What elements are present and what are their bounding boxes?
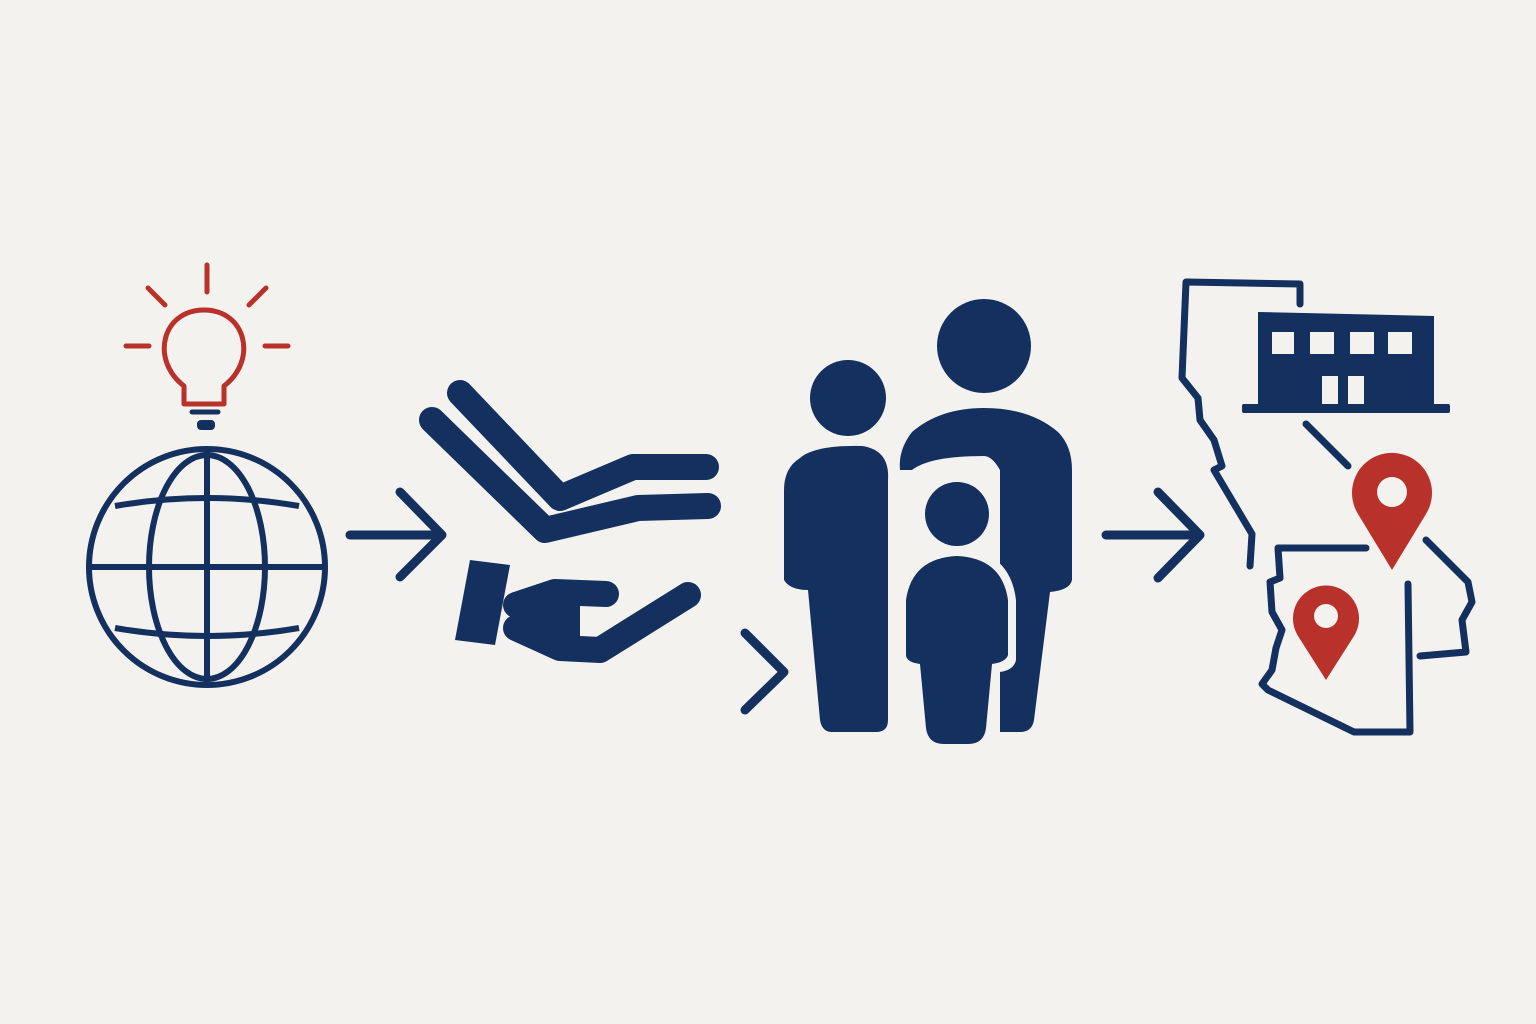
adult-left-head xyxy=(810,360,886,436)
globe-with-lightbulb-icon xyxy=(86,262,328,688)
bottom-hand-icon xyxy=(503,579,701,663)
location-pin-large-icon xyxy=(1352,452,1432,570)
adult-right-body xyxy=(912,408,1072,732)
hand-cuff-shape xyxy=(455,560,510,645)
giving-hands-icon xyxy=(419,380,721,663)
arrow-right-icon xyxy=(345,487,447,582)
child-head xyxy=(925,482,989,546)
arrow-right-icon xyxy=(1101,487,1205,583)
building-icon xyxy=(1242,312,1450,413)
top-hand-icon xyxy=(419,380,721,543)
child-body xyxy=(906,556,1008,744)
state-map-with-location-pins-icon xyxy=(1178,278,1476,736)
globe-icon xyxy=(86,446,328,688)
adult-right-body-lower xyxy=(899,432,912,470)
location-pin-small-icon xyxy=(1293,585,1359,680)
lightbulb-icon xyxy=(123,262,291,415)
family-icon xyxy=(784,299,1072,752)
chevron-right-icon xyxy=(740,628,789,715)
adult-right-head xyxy=(937,299,1031,393)
state-map-outline xyxy=(1178,278,1476,736)
adult-left-body xyxy=(784,445,889,732)
